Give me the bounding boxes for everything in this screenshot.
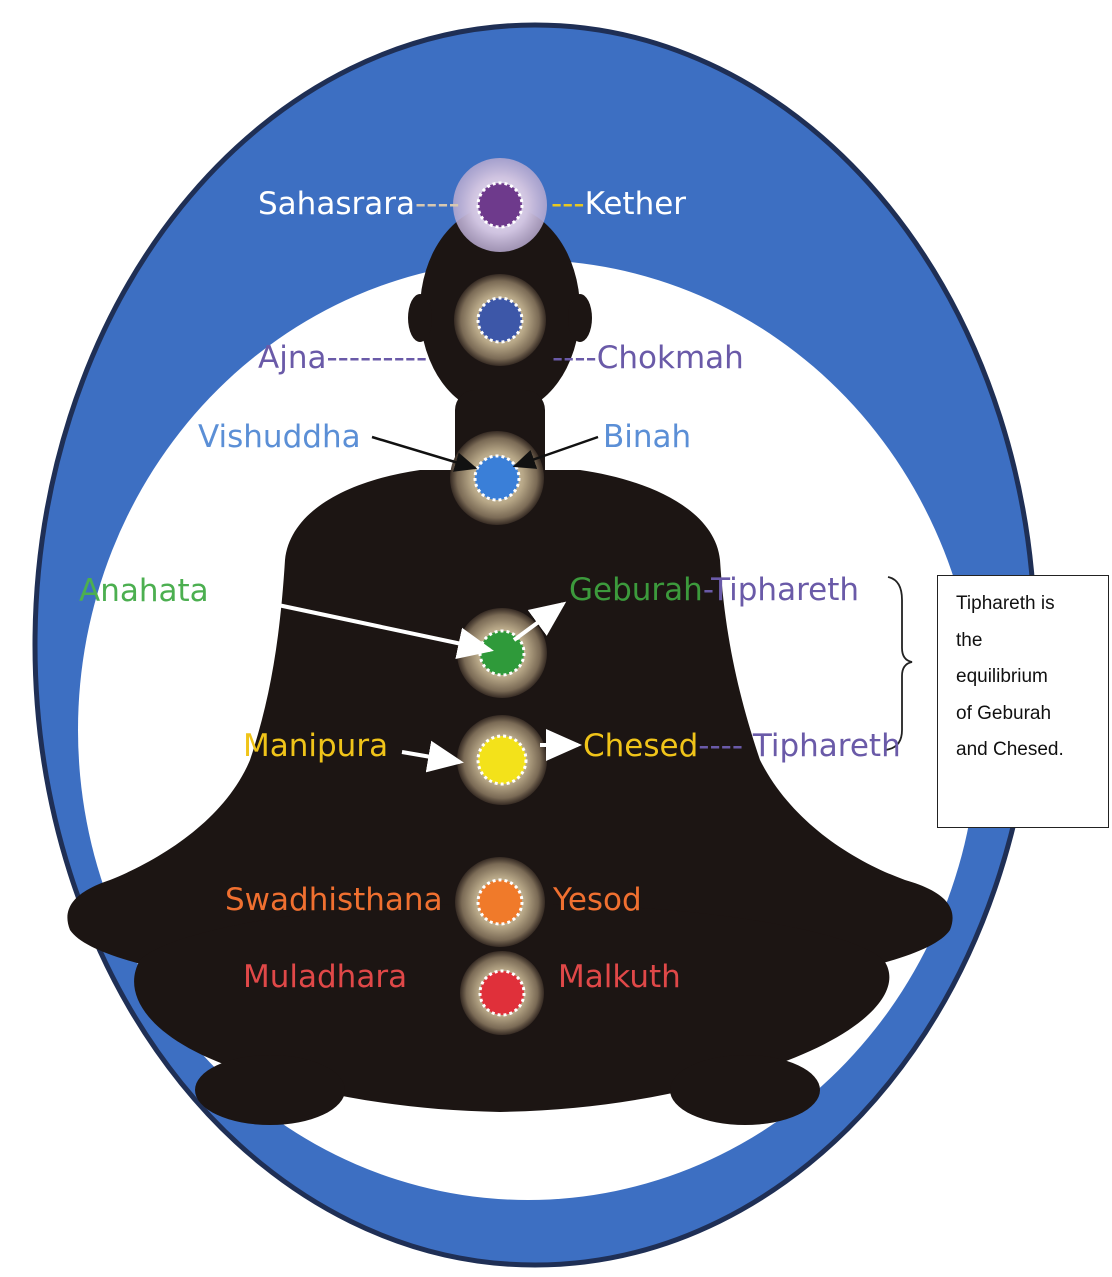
tiphareth-note-box: Tiphareth is the equilibrium of Geburah …	[937, 575, 1109, 828]
label-sahasrara: Sahasrara	[258, 186, 415, 222]
label-muladhara: Muladhara	[243, 959, 407, 995]
label-vishuddha: Vishuddha	[198, 419, 361, 455]
connector-kether: ---	[551, 186, 585, 222]
label-malkuth: Malkuth	[558, 959, 681, 995]
chakra-crown	[453, 158, 547, 252]
svg-text:---Kether: ---Kether	[551, 186, 686, 222]
svg-text:Sahasrara----: Sahasrara----	[258, 186, 460, 222]
note-line: and Chesed.	[956, 739, 1064, 760]
label-kether: Kether	[585, 186, 687, 222]
label-swadhisthana: Swadhisthana	[225, 882, 443, 918]
note-line: the	[956, 629, 983, 651]
arrow-vishuddha	[371, 435, 478, 472]
svg-text:Ajna---------: Ajna---------	[258, 340, 427, 376]
svg-text:Chesed---- Tiphareth: Chesed---- Tiphareth	[583, 728, 901, 764]
label-ajna: Ajna	[258, 340, 326, 376]
label-yesod: Yesod	[552, 882, 642, 918]
arrow-geburah	[512, 601, 567, 642]
tiphareth-bracket	[884, 576, 913, 751]
chakra-heart	[457, 608, 547, 698]
label-anahata: Anahata	[79, 573, 209, 609]
connector-sahasrara: ----	[415, 186, 460, 222]
chakra-root	[460, 951, 544, 1035]
label-chokmah: Chokmah	[597, 340, 744, 376]
label-manipura: Manipura	[243, 728, 388, 764]
label-tiphareth-lower: ---- Tiphareth	[698, 728, 900, 764]
arrow-binah	[512, 435, 599, 469]
arrow-anahata	[277, 603, 494, 660]
svg-text:Geburah-Tiphareth: Geburah-Tiphareth	[569, 572, 859, 608]
connector-chokmah: ----	[552, 340, 597, 376]
chakra-third-eye	[454, 274, 546, 366]
arrow-manipura	[401, 740, 464, 773]
label-binah: Binah	[603, 419, 691, 455]
chakra-throat	[450, 431, 544, 525]
connector-ajna: ---------	[326, 340, 427, 376]
note-line: Tiphareth is	[956, 593, 1055, 614]
svg-text:----Chokmah: ----Chokmah	[552, 340, 744, 376]
note-line: of Geburah	[956, 702, 1052, 724]
label-chesed: Chesed	[583, 728, 698, 764]
chakra-sacral	[455, 857, 545, 947]
note-line: equilibrium	[956, 666, 1048, 687]
label-tiphareth-upper: -Tiphareth	[703, 572, 859, 608]
chakra-solar-plexus	[457, 715, 547, 805]
label-geburah: Geburah	[569, 572, 703, 608]
